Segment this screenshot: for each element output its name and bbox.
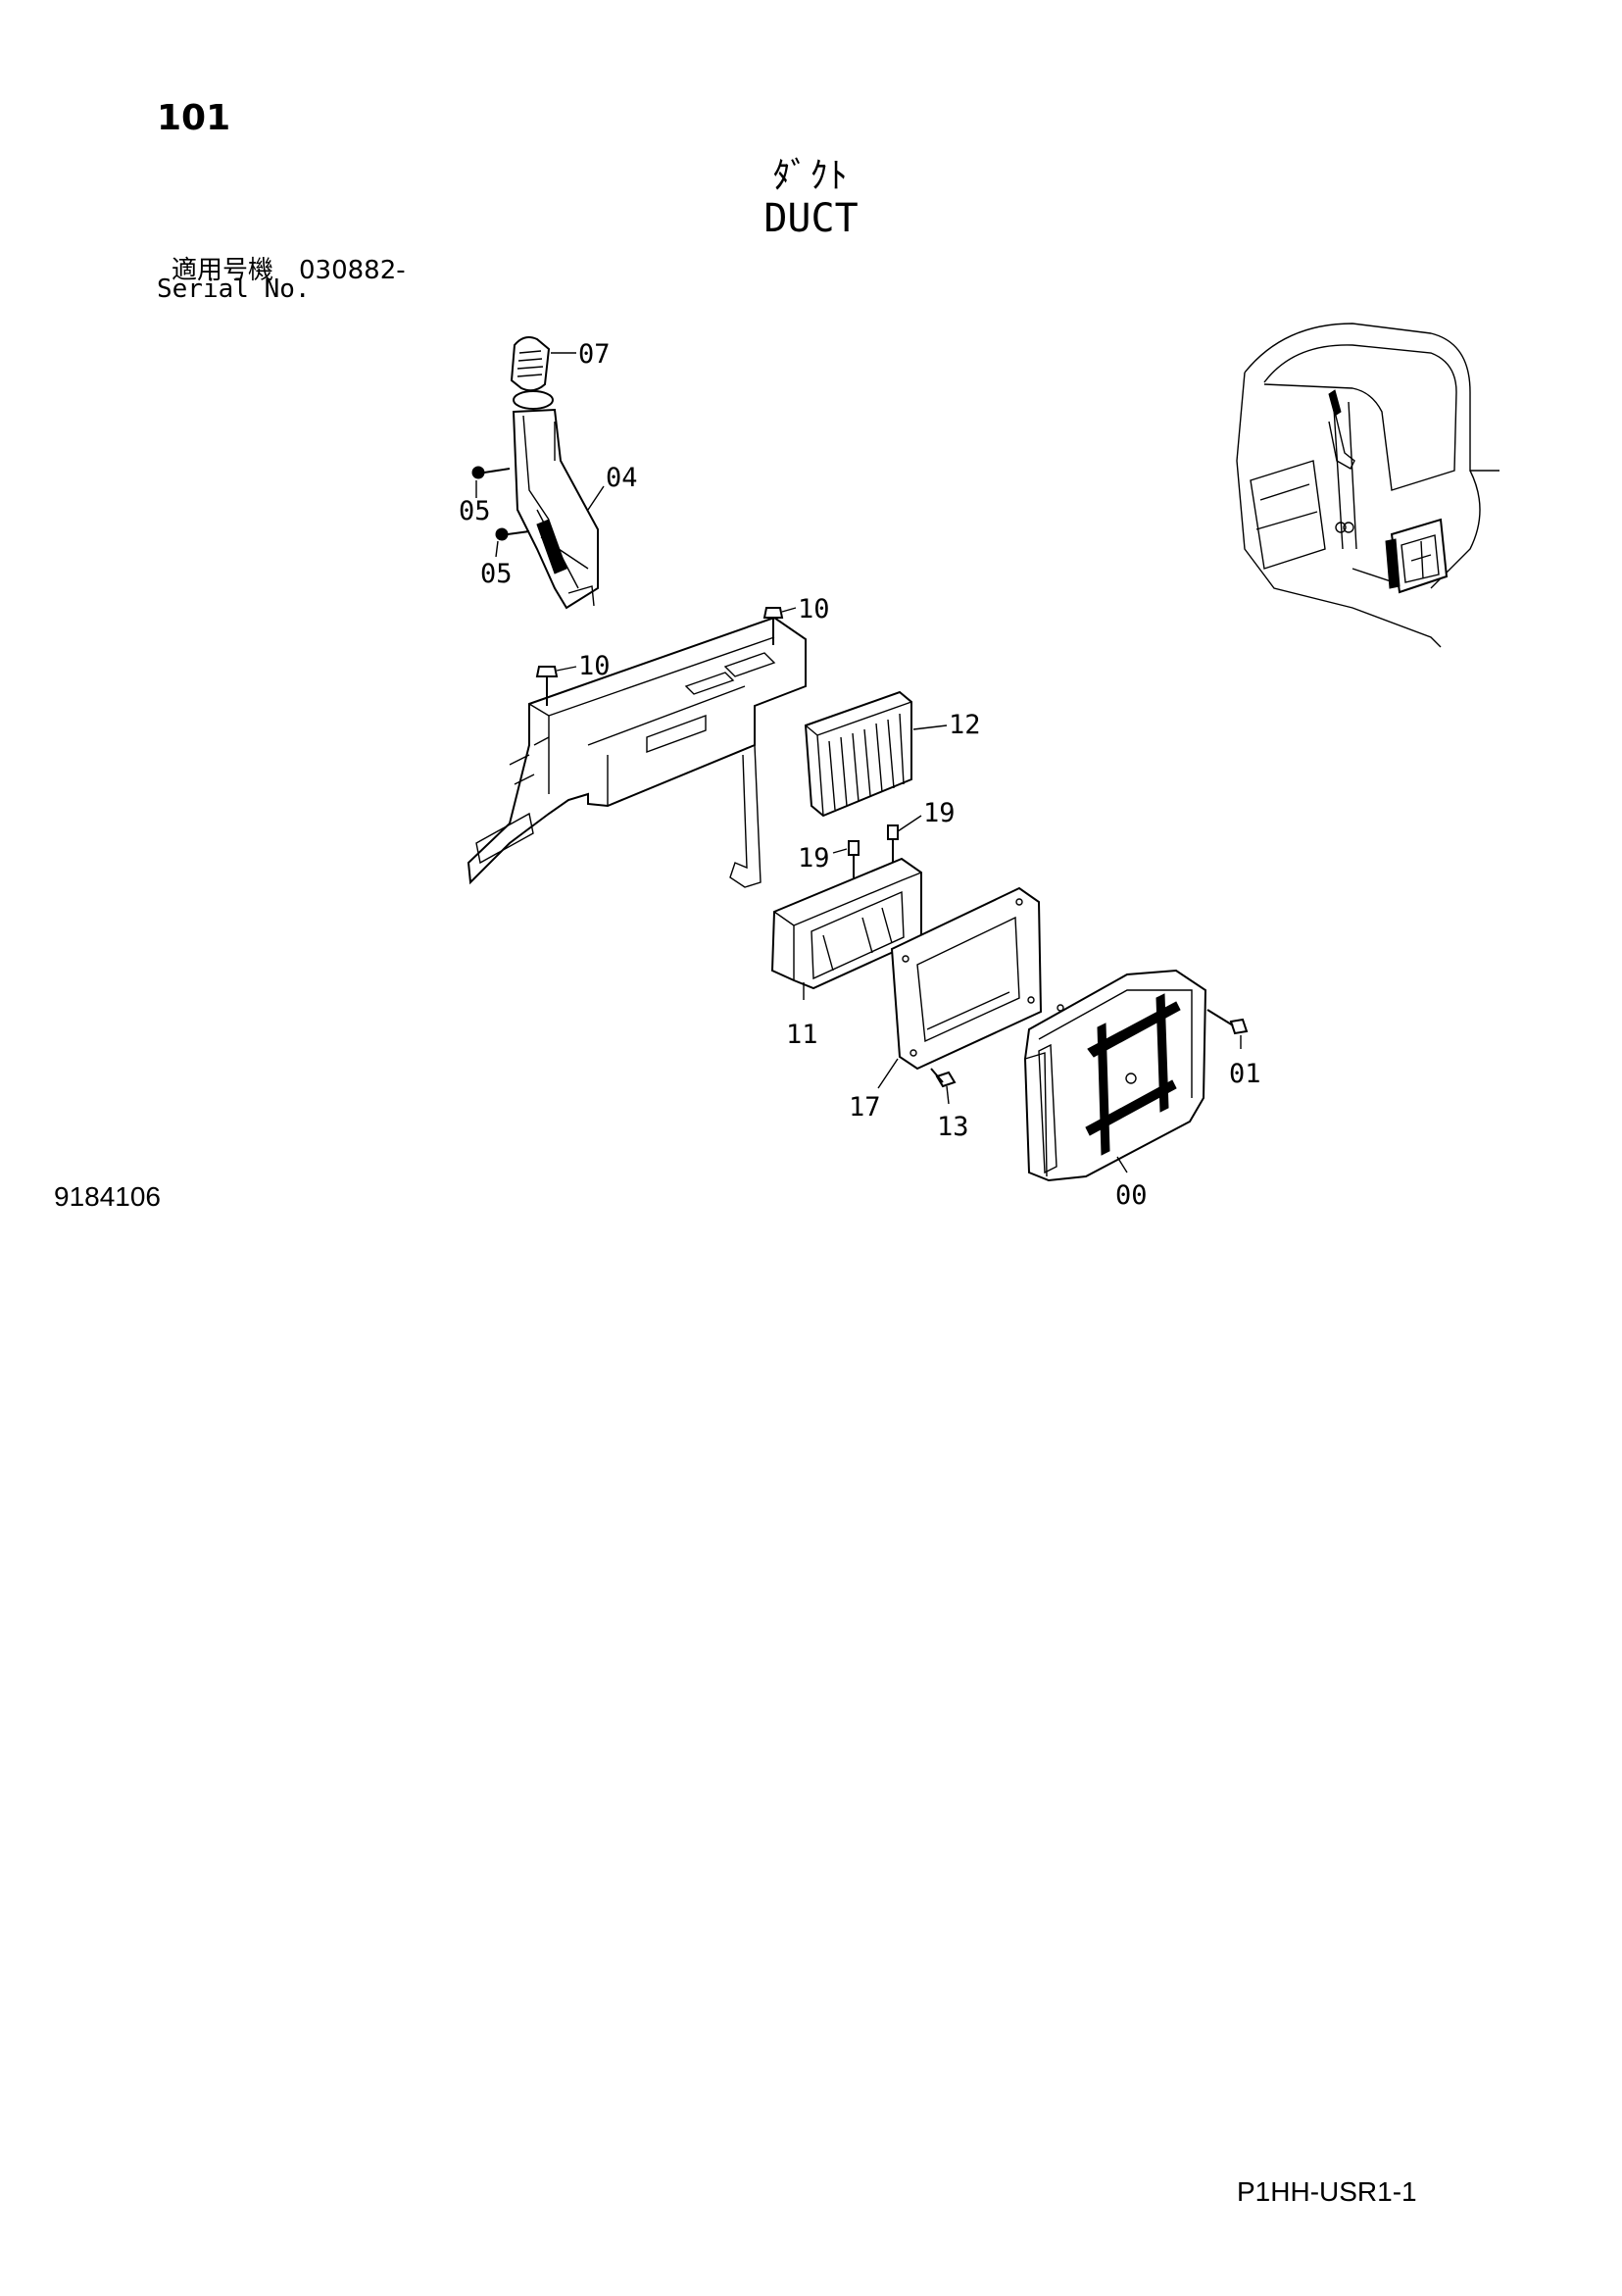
part-04-duct — [512, 408, 599, 610]
callout-05-upper: 05 — [459, 480, 491, 526]
svg-text:10: 10 — [578, 651, 611, 681]
figure-code: 9184106 — [54, 1181, 162, 1212]
title-japanese: ﾀﾞｸﾄ — [772, 156, 850, 196]
svg-text:05: 05 — [459, 496, 491, 526]
svg-text:13: 13 — [937, 1112, 969, 1142]
page-title: DUCT — [763, 196, 859, 241]
callout-05-lower: 05 — [480, 540, 513, 589]
page-code: P1HH-USR1-1 — [1237, 2176, 1417, 2207]
svg-text:19: 19 — [798, 843, 830, 873]
bolt-13 — [930, 1068, 957, 1088]
bolt-01 — [1206, 1009, 1249, 1035]
callout-19-right: 19 — [897, 798, 956, 832]
callout-11: 11 — [786, 982, 818, 1050]
callout-04: 04 — [587, 463, 638, 511]
cab-reference-view — [1236, 323, 1499, 648]
callout-19-left: 19 — [798, 843, 848, 873]
svg-text:01: 01 — [1229, 1059, 1261, 1089]
svg-text:11: 11 — [786, 1020, 818, 1050]
bolt-10-right — [762, 607, 784, 645]
callout-01: 01 — [1229, 1035, 1261, 1089]
screw-05-upper — [471, 466, 511, 479]
callout-13: 13 — [937, 1085, 969, 1142]
callout-12: 12 — [912, 710, 981, 740]
svg-text:07: 07 — [578, 339, 611, 370]
svg-text:12: 12 — [949, 710, 981, 740]
callout-07: 07 — [551, 339, 611, 370]
svg-text:10: 10 — [798, 594, 830, 624]
part-17-plate — [890, 886, 1043, 1071]
svg-text:05: 05 — [480, 559, 513, 589]
part-11-frame — [770, 857, 922, 990]
callout-10-right: 10 — [781, 594, 830, 624]
bolt-10-left — [535, 666, 559, 706]
part-12-filter — [804, 690, 912, 818]
svg-text:19: 19 — [923, 798, 956, 828]
part-07-vent-grille — [510, 336, 554, 410]
page-number: 101 — [157, 98, 231, 138]
svg-text:17: 17 — [849, 1092, 881, 1123]
serial-label-japanese: 適用号機 030882- — [172, 256, 406, 285]
serial-label: Serial No. — [157, 275, 311, 304]
svg-text:04: 04 — [606, 463, 638, 493]
main-duct-assembly — [467, 616, 807, 888]
part-00-cover — [1023, 969, 1207, 1182]
callout-00: 00 — [1115, 1156, 1148, 1211]
svg-text:00: 00 — [1115, 1180, 1148, 1211]
callout-10-left: 10 — [556, 651, 611, 681]
callout-17: 17 — [849, 1058, 899, 1123]
screw-05-lower — [495, 527, 530, 541]
